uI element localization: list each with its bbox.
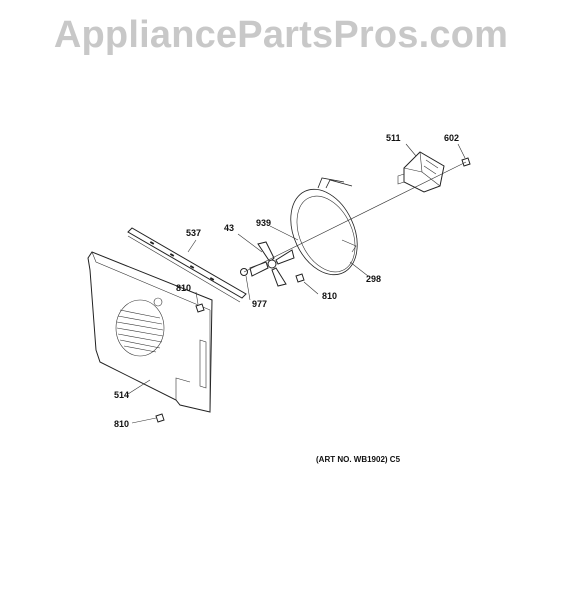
screw-810-top[interactable]	[195, 303, 205, 313]
callout-810-middle: 810	[322, 291, 337, 301]
watermark: AppliancePartsPros.com	[53, 14, 509, 56]
callout-537: 537	[186, 228, 201, 238]
callout-939: 939	[256, 218, 271, 228]
art-number: (ART NO. WB1902) C5	[316, 455, 401, 464]
back-panel-514[interactable]	[87, 251, 213, 413]
bracket-537[interactable]	[127, 227, 247, 303]
fan-blade-43[interactable]	[249, 241, 295, 287]
assembly-axis-line	[243, 161, 467, 273]
motor-511[interactable]	[397, 151, 445, 193]
callout-43: 43	[224, 223, 234, 233]
screw-810-middle[interactable]	[295, 273, 305, 283]
callout-514: 514	[114, 390, 129, 400]
callout-298: 298	[366, 274, 381, 284]
callout-511: 511	[386, 133, 401, 143]
heating-element-298[interactable]	[278, 177, 370, 285]
callout-810-top: 810	[176, 283, 191, 293]
screw-810-bottom[interactable]	[155, 413, 165, 423]
callout-labels: 511 602 537 43 939 298 810 977 810 514 8…	[114, 133, 459, 429]
callout-810-bottom: 810	[114, 419, 129, 429]
callout-602: 602	[444, 133, 459, 143]
callout-977: 977	[252, 299, 267, 309]
leader-lines	[127, 143, 466, 424]
